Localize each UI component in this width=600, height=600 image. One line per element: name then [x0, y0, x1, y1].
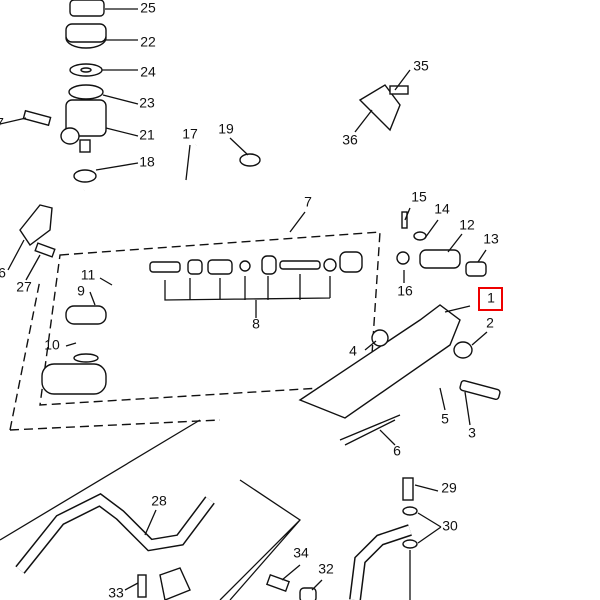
pin-13	[465, 261, 487, 277]
piston-kit-parts	[149, 251, 363, 318]
highlight-box	[478, 287, 503, 311]
bolt-29	[402, 477, 414, 501]
clevis-12	[419, 249, 461, 269]
fitting-9	[65, 305, 107, 325]
bracket-36	[358, 84, 401, 132]
callout-9[interactable]: 9	[77, 283, 85, 299]
callout-8[interactable]: 8	[252, 316, 260, 332]
callout-11[interactable]: 11	[81, 267, 96, 283]
callout-12[interactable]: 12	[459, 217, 475, 233]
cotter-pin-15	[401, 211, 408, 229]
spring-6	[339, 414, 401, 446]
callout-25[interactable]: 25	[140, 0, 156, 16]
callout-18[interactable]: 18	[139, 154, 155, 170]
nut-4	[371, 329, 389, 347]
reservoir-assembly	[22, 0, 107, 153]
callout-30[interactable]: 30	[442, 518, 458, 534]
callout-35[interactable]: 35	[413, 58, 429, 74]
master-cylinder-body	[41, 363, 107, 395]
callout-2[interactable]: 2	[486, 315, 494, 331]
callout-22[interactable]: 22	[140, 34, 156, 50]
collar-32	[299, 587, 317, 600]
bolt-33	[137, 574, 147, 598]
bolt-35	[389, 85, 409, 95]
callout-19[interactable]: 19	[218, 121, 234, 137]
callout-26-partial[interactable]: 6	[0, 265, 6, 281]
brake-pedal-1	[298, 304, 461, 419]
callout-6[interactable]: 6	[393, 443, 401, 459]
callout-4[interactable]: 4	[349, 343, 357, 359]
callout-33[interactable]: 33	[108, 585, 124, 600]
clamp	[159, 567, 191, 600]
kit-boundary-ext	[9, 279, 221, 431]
callout-36[interactable]: 36	[342, 132, 358, 148]
callout-15[interactable]: 15	[411, 189, 427, 205]
callout-16[interactable]: 16	[397, 283, 413, 299]
oring-10	[73, 353, 99, 363]
callout-32[interactable]: 32	[318, 561, 334, 577]
callout-7[interactable]: 7	[304, 194, 312, 210]
callout-17[interactable]: 17	[182, 126, 198, 142]
callout-29[interactable]: 29	[441, 480, 457, 496]
bracket-26	[19, 204, 53, 247]
washer-14	[413, 231, 427, 241]
callout-14[interactable]: 14	[434, 201, 450, 217]
callout-34[interactable]: 34	[293, 545, 309, 561]
callout-13[interactable]: 13	[483, 231, 499, 247]
callout-21[interactable]: 21	[139, 127, 155, 143]
callout-10[interactable]: 10	[44, 337, 60, 353]
bolt-27	[34, 242, 56, 258]
washer-2	[453, 341, 473, 359]
kit-boundary-7	[39, 231, 381, 406]
nut-16	[396, 251, 410, 265]
callout-20-partial[interactable]: 7	[0, 115, 4, 131]
callout-24[interactable]: 24	[140, 64, 156, 80]
callout-3[interactable]: 3	[468, 425, 476, 441]
callout-23[interactable]: 23	[139, 95, 155, 111]
shaft-3	[459, 379, 501, 401]
callout-1[interactable]: 1	[487, 290, 495, 306]
callout-28[interactable]: 28	[151, 493, 167, 509]
callout-27[interactable]: 27	[16, 279, 32, 295]
leader-lines	[0, 8, 488, 591]
hose-17	[73, 143, 261, 230]
callout-5[interactable]: 5	[441, 411, 449, 427]
bolt-34	[265, 573, 291, 593]
